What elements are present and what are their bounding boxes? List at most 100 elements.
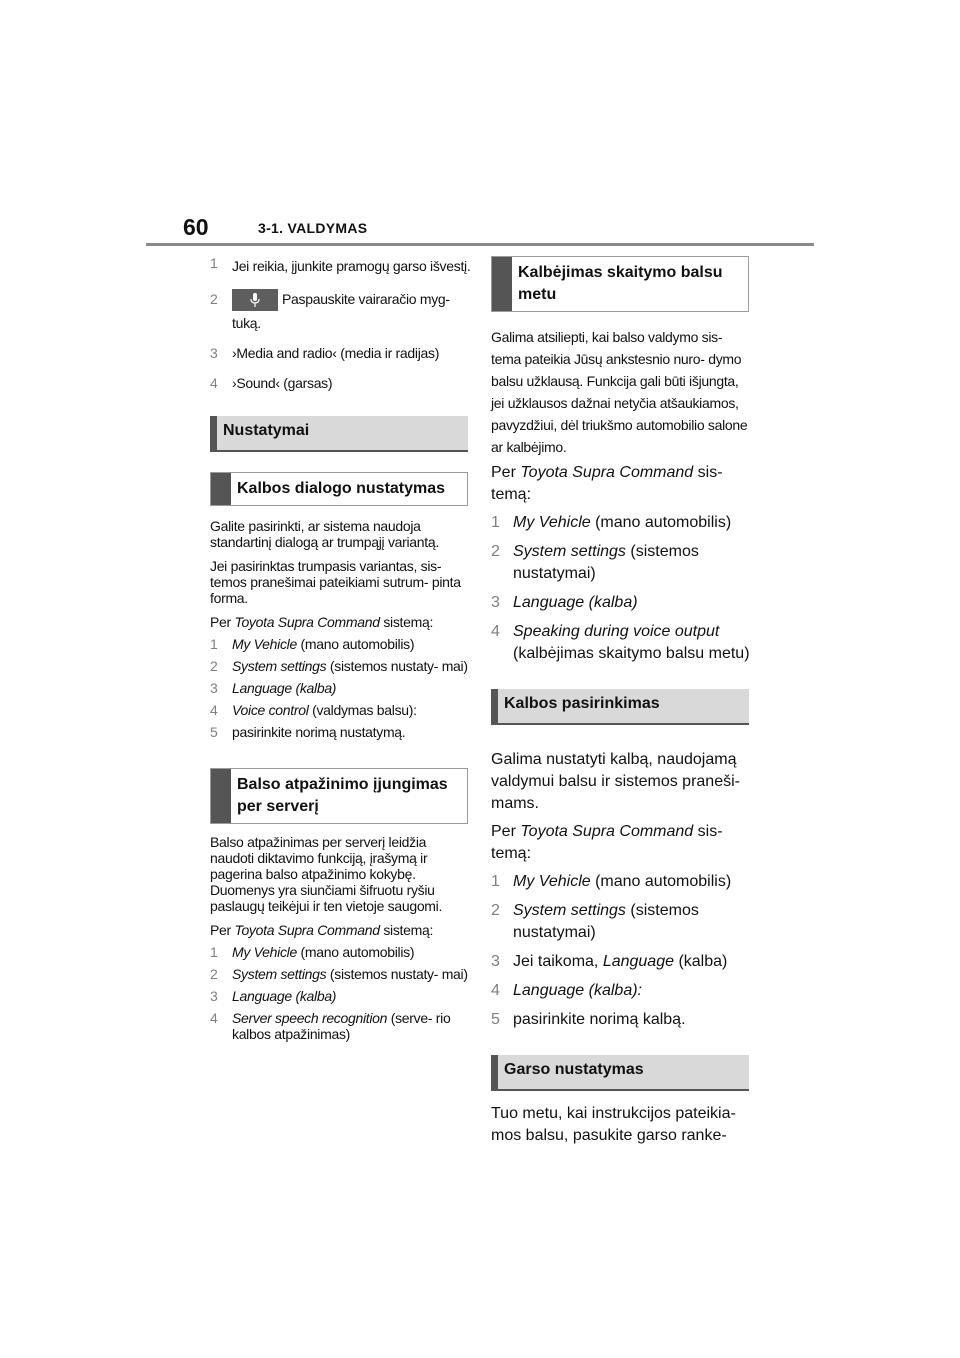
step-italic: My Vehicle — [513, 514, 591, 531]
heading-sound-settings: Garso nustatymas — [491, 1055, 749, 1091]
right-column: Kalbėjimas skaitymo balsu metu Galima at… — [491, 256, 751, 1147]
step-text: pasirinkite norimą nustatymą. — [232, 724, 406, 741]
paragraph: Balso atpažinimas per serverį leidžia na… — [210, 834, 443, 915]
step-number: 5 — [210, 724, 218, 741]
step-text: (valdymas balsu): — [308, 702, 417, 719]
list-item: 3 Language (kalba) — [491, 592, 751, 614]
step-text: Paspauskite vairaračio myg- tuką. — [232, 291, 450, 332]
text-span: Per — [210, 614, 231, 631]
step-number: 3 — [210, 988, 218, 1005]
step-italic: Language (kalba) — [232, 988, 337, 1005]
list-item: 1 My Vehicle (mano automobilis) — [210, 944, 472, 960]
step-text: (serve- rio kalbos atpažinimas) — [232, 1010, 451, 1043]
step-italic: My Vehicle — [513, 873, 591, 890]
step-pre: Jei taikoma, — [513, 953, 603, 970]
step-number: 4 — [210, 1010, 218, 1027]
list-item: 1 Jei reikia, įjunkite pramogų garso išv… — [210, 255, 472, 277]
step-text: (mano automobilis) — [590, 514, 732, 531]
paragraph: Per Toyota Supra Command sistemą: — [210, 614, 472, 630]
list-item: 2 System settings (sistemos nustatymai) — [491, 900, 751, 944]
step-pre: pasirinkite norimą kalbą. — [513, 1011, 686, 1028]
heading-text: Kalbėjimas skaitymo balsu metu — [518, 264, 723, 303]
step-text: (sistemos nustatymai) — [513, 543, 699, 582]
heading-bar — [210, 416, 217, 453]
step-number: 4 — [210, 375, 218, 392]
step-italic: Language (kalba) — [513, 594, 638, 611]
step-number: 4 — [491, 982, 500, 999]
text-italic: Toyota Supra Command — [234, 614, 380, 631]
heading-text: Balso atpažinimo įjungimas per serverį — [237, 776, 448, 816]
heading-server-recognition: Balso atpažinimo įjungimas per serverį — [210, 768, 468, 825]
list-item: 2 Paspauskite vairaračio myg- tuką. — [210, 287, 472, 335]
step-italic: System settings — [232, 966, 327, 983]
list-item: 1 My Vehicle (mano automobilis) — [210, 636, 472, 652]
step-text: (kalbėjimas skaitymo balsu metu) — [513, 645, 750, 662]
section-title: 3-1. VALDYMAS — [258, 220, 368, 236]
step-italic: Server speech recognition — [232, 1010, 388, 1027]
step-text: (sistemos nustatymai) — [513, 902, 699, 941]
text-span: sis- temą: — [491, 464, 723, 503]
heading-bar — [211, 473, 231, 506]
header-divider — [146, 243, 814, 246]
heading-bar — [491, 689, 498, 725]
step-number: 3 — [210, 680, 218, 697]
microphone-button-icon — [232, 289, 278, 312]
list-item: 5 pasirinkite norimą kalbą. — [491, 1009, 751, 1031]
step-number: 1 — [210, 255, 218, 271]
list-item: 1 My Vehicle (mano automobilis) — [491, 512, 751, 534]
step-italic: Language (kalba): — [513, 982, 642, 999]
step-number: 1 — [210, 636, 218, 653]
heading-text: Nustatymai — [223, 422, 310, 440]
list-item: 4 Speaking during voice output (kalbėjim… — [491, 621, 751, 665]
text-span: sistemą: — [383, 922, 434, 939]
text-italic: Toyota Supra Command — [234, 922, 380, 939]
step-text: Jei reikia, įjunkite pramogų garso išves… — [232, 258, 471, 274]
heading-bar — [492, 257, 512, 311]
heading-language-selection: Kalbos pasirinkimas — [491, 689, 749, 725]
heading-text: Kalbos pasirinkimas — [504, 695, 660, 712]
heading-dialog-settings: Kalbos dialogo nustatymas — [210, 472, 468, 507]
step-italic: System settings — [513, 543, 626, 560]
step-number: 1 — [210, 944, 218, 961]
text-span: Per — [210, 922, 231, 939]
text-span: sistemą: — [383, 614, 434, 631]
text-span: Per — [491, 823, 516, 840]
paragraph: Tuo metu, kai instrukcijos pateikia- mos… — [491, 1105, 736, 1144]
list-item: 1 My Vehicle (mano automobilis) — [491, 871, 751, 893]
text-italic: Toyota Supra Command — [520, 823, 694, 840]
step-number: 2 — [491, 543, 500, 560]
list-item: 2 System settings (sistemos nustaty- mai… — [210, 966, 472, 982]
step-number: 2 — [210, 966, 218, 983]
step-number: 2 — [210, 291, 218, 307]
microphone-icon — [250, 293, 260, 308]
text-italic: Toyota Supra Command — [520, 464, 694, 481]
paragraph: Per Toyota Supra Command sis- temą: — [491, 821, 751, 865]
page-number: 60 — [183, 214, 209, 240]
step-number: 2 — [210, 658, 218, 675]
step-text: (mano automobilis) — [296, 636, 415, 653]
heading-text: Garso nustatymas — [504, 1061, 644, 1078]
list-item: 3 ›Media and radio‹ (media ir radijas) — [210, 345, 472, 361]
step-italic: Language — [602, 953, 674, 970]
step-text: ›Sound‹ (garsas) — [232, 375, 333, 392]
step-italic: Speaking during voice output — [513, 623, 720, 640]
step-italic: System settings — [232, 658, 327, 675]
paragraph: Per Toyota Supra Command sistemą: — [210, 922, 472, 938]
step-text: (mano automobilis) — [296, 944, 415, 961]
heading-bar — [211, 769, 231, 824]
list-item: 5 pasirinkite norimą nustatymą. — [210, 724, 472, 740]
list-item: 4 ›Sound‹ (garsas) — [210, 375, 472, 391]
paragraph: Per Toyota Supra Command sis- temą: — [491, 462, 751, 506]
list-item: 4 Language (kalba): — [491, 980, 751, 1002]
list-item: 2 System settings (sistemos nustatymai) — [491, 541, 751, 585]
step-text: (sistemos nustaty- mai) — [326, 966, 468, 983]
step-number: 3 — [491, 594, 500, 611]
step-italic: Voice control — [232, 702, 309, 719]
list-item: 3 Language (kalba) — [210, 988, 472, 1004]
step-text: (kalba) — [674, 953, 728, 970]
heading-nustatymai: Nustatymai — [210, 416, 468, 453]
step-text: (mano automobilis) — [590, 873, 732, 890]
step-number: 3 — [210, 345, 218, 362]
step-italic: My Vehicle — [232, 944, 297, 961]
step-number: 3 — [491, 953, 500, 970]
